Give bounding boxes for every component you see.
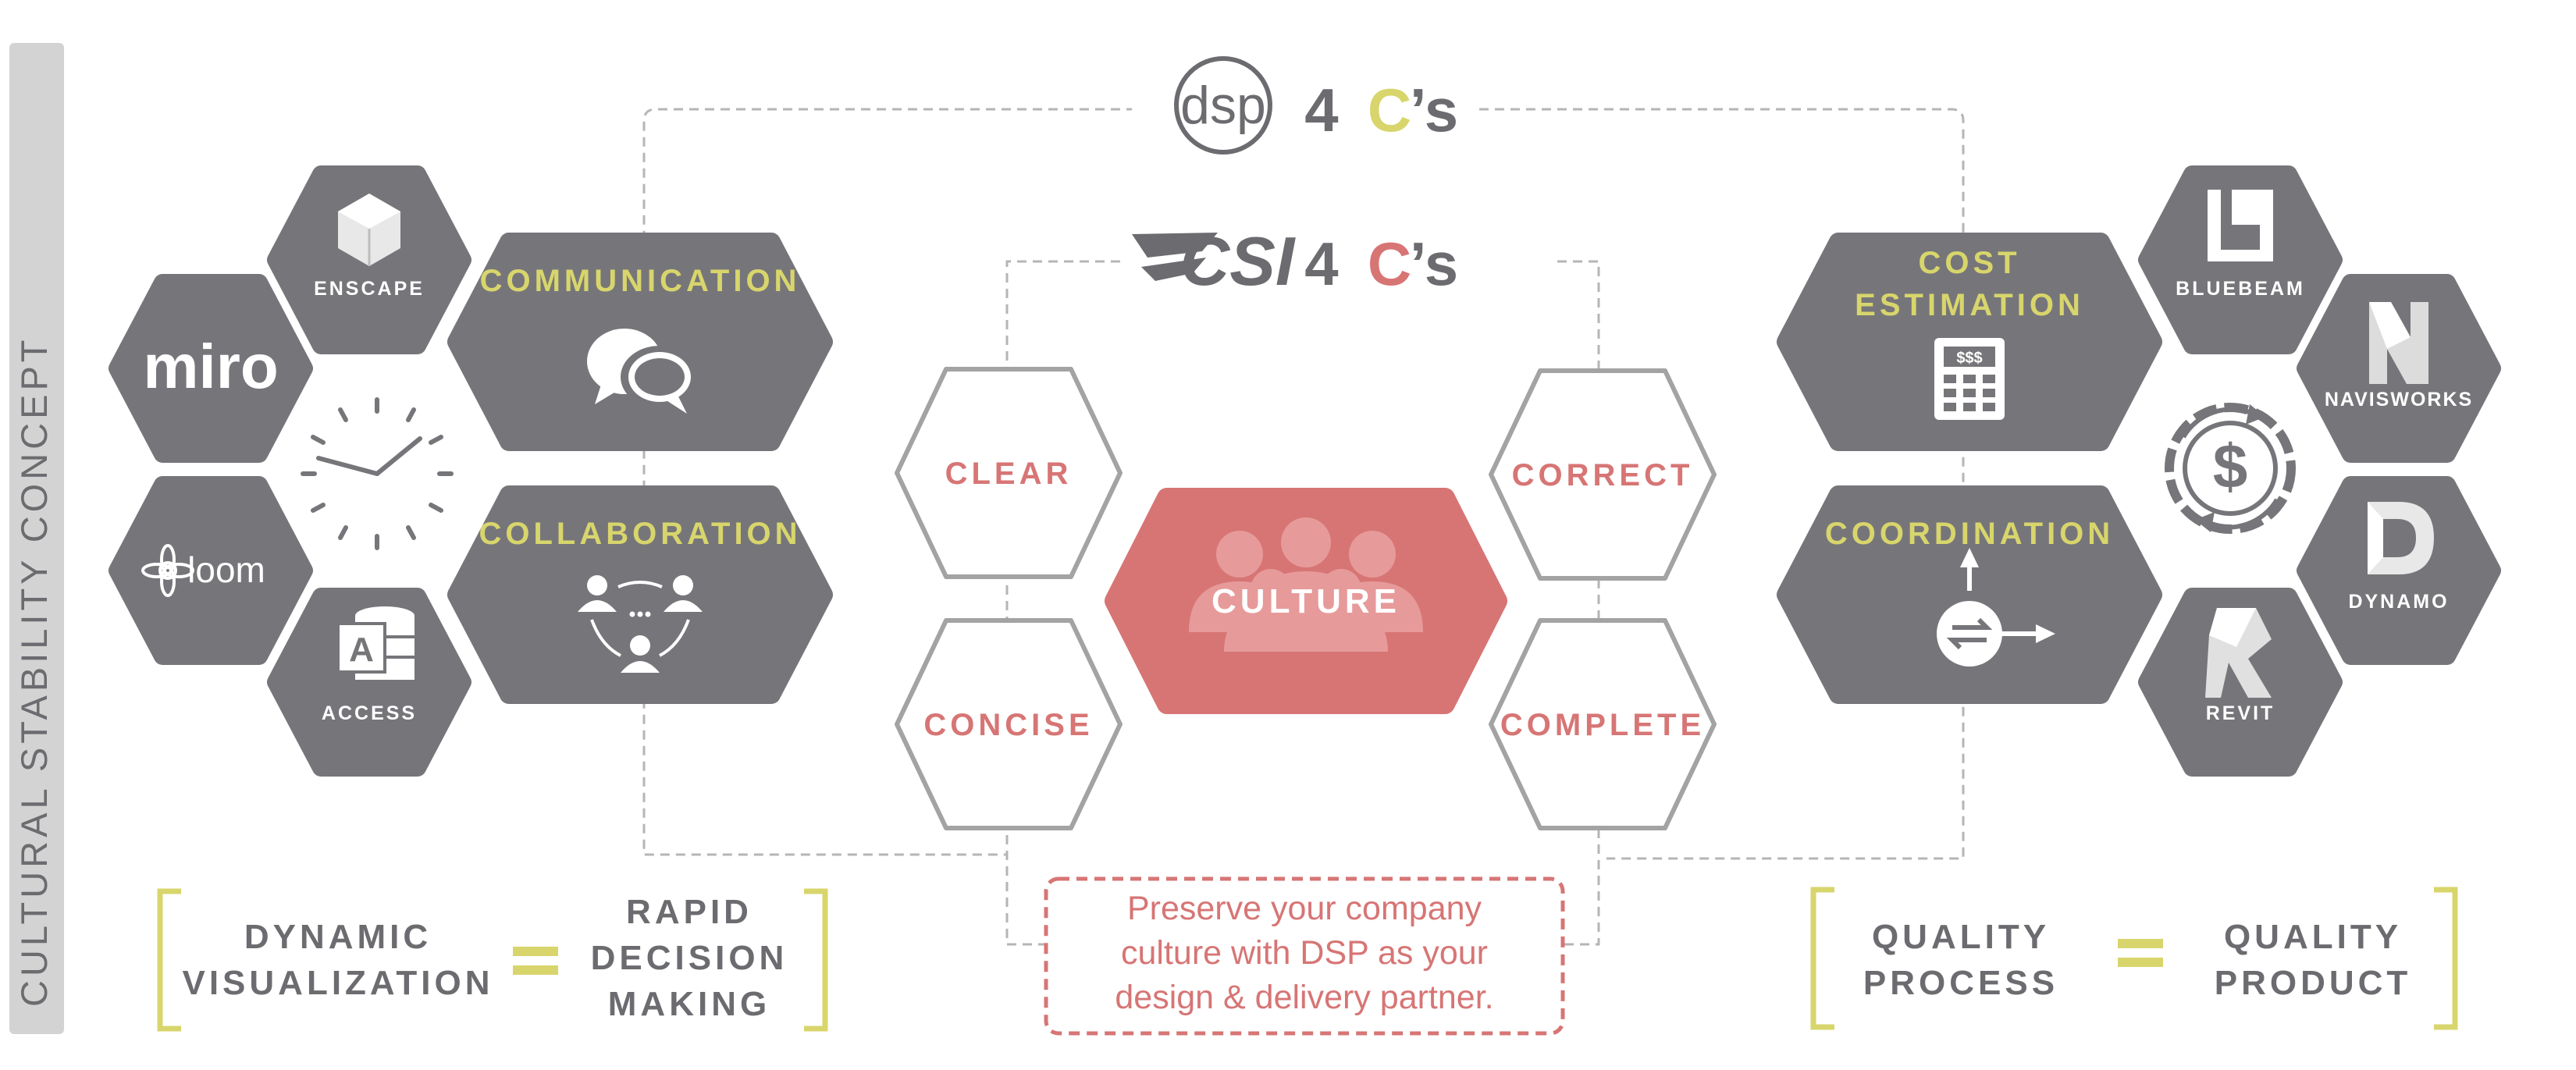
enscape-label: ENSCAPE (314, 278, 425, 300)
culture-label: CULTURE (1212, 582, 1400, 620)
concise-hex: CONCISE (895, 618, 1123, 830)
dsp-logo-circle (1174, 56, 1272, 155)
clear-label: CLEAR (945, 457, 1073, 491)
dynamic-line1: DYNAMIC (244, 918, 432, 956)
right-bracket-close (2434, 887, 2458, 1030)
miro-hex: miro (109, 274, 313, 463)
correct-label: CORRECT (1512, 458, 1694, 492)
people-group-icon (1189, 517, 1423, 652)
loom-icon (141, 544, 194, 597)
calculator-icon: $$$ (1934, 338, 2005, 420)
access-label: ACCESS (322, 702, 417, 724)
revit-icon (2205, 608, 2272, 698)
statement-dashed-box (1044, 876, 1565, 1036)
rapid-line3: MAKING (608, 985, 770, 1023)
left-bracket-close (804, 888, 828, 1032)
dsp-dashed-frame (642, 108, 1965, 860)
navisworks-icon (2369, 302, 2428, 384)
dsp-c: C (1368, 76, 1411, 144)
access-hex: A ACCESS (267, 588, 471, 777)
equals-sign (513, 947, 558, 975)
side-label: CULTURAL STABILITY CONCEPT (13, 336, 55, 1007)
collaboration-title: COLLABORATION (479, 517, 801, 551)
cost-estimation-hex: COST ESTIMATION $$$ (1777, 233, 2162, 451)
clock-icon (301, 397, 454, 550)
cost-title-line2: ESTIMATION (1855, 288, 2084, 322)
csi-apostrophe-s: ’s (1410, 229, 1458, 298)
dsp-apostrophe-s: ’s (1410, 76, 1458, 144)
dsp-logo-text: dsp (1180, 76, 1266, 135)
svg-text:$: $ (2213, 432, 2248, 501)
csi-number: 4 (1304, 229, 1338, 298)
statement-line3: design & delivery partner. (1115, 979, 1493, 1016)
bluebeam-label: BLUEBEAM (2176, 278, 2305, 300)
csi-c: C (1368, 229, 1411, 298)
quality-process-line2: PROCESS (1863, 964, 2058, 1002)
complete-hex: COMPLETE (1489, 618, 1717, 830)
calculator-display: $$$ (1956, 350, 1982, 367)
bluebeam-icon (2208, 190, 2273, 261)
revit-hex: REVIT (2138, 588, 2343, 777)
side-bar (9, 43, 64, 1034)
speech-bubbles-icon (587, 329, 699, 414)
bottom-left-equation: DYNAMIC VISUALIZATION RAPID DECISION MAK… (157, 888, 828, 1032)
cost-title-line1: COST (1918, 246, 2020, 280)
dynamo-icon (2368, 502, 2434, 574)
rapid-line2: DECISION (591, 939, 788, 977)
csi-header: CSI 4 C ’s (1124, 222, 1468, 300)
statement-line1: Preserve your company (1127, 890, 1482, 927)
miro-logo: miro (143, 332, 278, 401)
quality-process-line1: QUALITY (1872, 918, 2050, 956)
dsp-number: 4 (1304, 76, 1338, 144)
navisworks-hex: NAVISWORKS (2297, 274, 2501, 463)
left-bracket-open (157, 888, 181, 1032)
dynamo-label: DYNAMO (2348, 591, 2449, 613)
quality-product-line2: PRODUCT (2215, 964, 2412, 1002)
collaboration-hex: COLLABORATION (447, 485, 833, 704)
bluebeam-hex: BLUEBEAM (2138, 165, 2343, 354)
enscape-hex: ENSCAPE (267, 165, 471, 354)
coordination-title: COORDINATION (1825, 517, 2114, 551)
dynamo-hex: DYNAMO (2297, 476, 2501, 665)
loom-logo: loom (187, 549, 265, 590)
culture-hex: CULTURE (1105, 488, 1507, 714)
correct-hex: CORRECT (1489, 368, 1717, 581)
communication-title: COMMUNICATION (480, 264, 801, 298)
communication-hex: COMMUNICATION (447, 233, 833, 451)
dynamic-line2: VISUALIZATION (182, 964, 493, 1002)
culture-statement: Preserve your company culture with DSP a… (1044, 876, 1565, 1036)
enscape-icon (338, 194, 400, 266)
concise-label: CONCISE (923, 708, 1093, 742)
access-letter: A (349, 631, 374, 669)
clear-hex: CLEAR (895, 367, 1123, 579)
access-icon: A (336, 606, 415, 680)
revit-label: REVIT (2206, 702, 2275, 724)
quality-product-line1: QUALITY (2224, 918, 2402, 956)
rapid-line1: RAPID (626, 893, 753, 931)
team-network-icon (578, 575, 703, 673)
csi-dashed-frame (1005, 260, 1600, 946)
coordination-hex: COORDINATION (1777, 485, 2162, 704)
cost-gear-icon: $ (2165, 403, 2296, 534)
bottom-right-equation: QUALITY PROCESS QUALITY PRODUCT (1810, 887, 2458, 1030)
coordinate-axes-icon (1937, 548, 2055, 667)
csi-wing-icon (1132, 233, 1218, 281)
equals-sign-right (2118, 939, 2163, 967)
dsp-header: dsp 4 C ’s (1132, 56, 1475, 155)
right-bracket-open (1810, 887, 1834, 1030)
csi-logo-text: CSI (1180, 222, 1296, 300)
statement-line2: culture with DSP as your (1121, 934, 1488, 972)
loom-hex: loom (109, 476, 313, 665)
complete-label: COMPLETE (1500, 708, 1705, 742)
navisworks-label: NAVISWORKS (2325, 389, 2473, 411)
